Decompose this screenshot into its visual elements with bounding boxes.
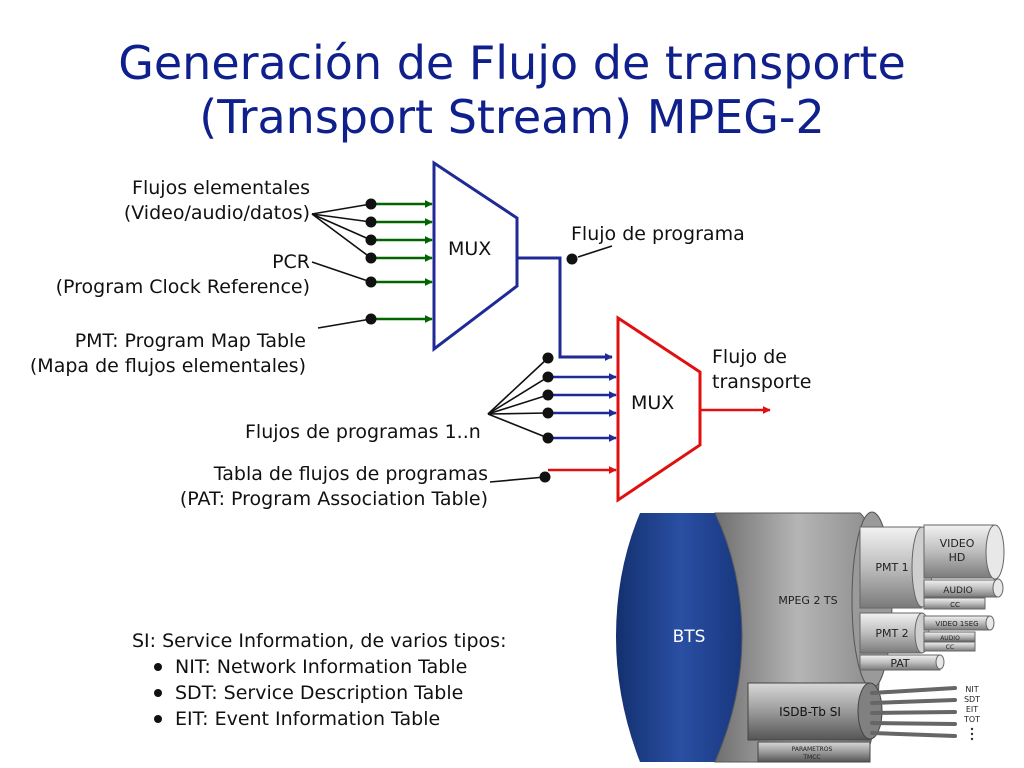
pmt-label: PMT: Program Map Table (Mapa de flujos e… [30, 329, 306, 379]
mux-2-inputs [539, 352, 617, 483]
pcr-line-1: PCR [272, 251, 310, 273]
eit-label: EIT [966, 705, 978, 714]
slide-title: Generación de Flujo de transporte (Trans… [0, 36, 1024, 144]
mux-1-label-connectors [311, 203, 372, 329]
video-1seg-label: VIDEO 1SEG [935, 620, 978, 628]
program-flow-dot [566, 253, 578, 265]
pmt-line-1: PMT: Program Map Table [74, 330, 306, 352]
isdb-bundle [747, 682, 871, 741]
sdt-label: SDT [964, 695, 980, 704]
program-flow-label: Flujo de programa [571, 223, 745, 245]
video-hd-label-2: HD [949, 551, 966, 564]
si-heading: SI: Service Information, de varios tipos… [132, 630, 507, 652]
mux-1 [432, 160, 519, 353]
mux-2-label-connectors [487, 357, 549, 483]
elementary-streams-label: Flujos elementales (Video/audio/datos) [124, 176, 310, 226]
cable-illustration: BTS MPEG 2 TS PMT 1 VIDEO HD AUDIO CC PM… [616, 511, 1005, 763]
mpeg2ts-label: MPEG 2 TS [778, 594, 837, 607]
si-info-block: SI: Service Information, de varios tipos… [132, 628, 506, 732]
title-line-1: Generación de Flujo de transporte [118, 36, 906, 90]
video-hd-label-1: VIDEO [940, 537, 975, 550]
pat-label: PAT [890, 657, 910, 670]
mux-2-trapezoid [616, 315, 702, 503]
pmt-line-2: (Mapa de flujos elementales) [29, 355, 306, 377]
mux-2 [616, 315, 771, 503]
input-dot [542, 352, 554, 364]
input-dot [542, 432, 554, 444]
pat-line-1: Tabla de flujos de programas [213, 463, 488, 485]
programs-label: Flujos de programas 1..n [245, 421, 481, 443]
nit-label: NIT [965, 685, 978, 694]
input-dot [542, 371, 554, 383]
pat-table-label: Tabla de flujos de programas (PAT: Progr… [180, 462, 488, 512]
pmt1-tube [859, 526, 923, 609]
elementary-streams-line-1: Flujos elementales [132, 177, 310, 199]
input-dot [542, 407, 554, 419]
tmcc-label: TMCC [802, 754, 820, 761]
cc2-label: CC [946, 644, 954, 651]
transport-flow-line-2: transporte [712, 371, 812, 393]
pcr-line-2: (Program Clock Reference) [55, 276, 310, 298]
pcr-label: PCR (Program Clock Reference) [56, 250, 310, 300]
input-dot [365, 234, 377, 246]
program-flow-path [517, 245, 613, 361]
cc-label: CC [950, 601, 960, 609]
input-dot [365, 198, 377, 210]
audio2-label: AUDIO [940, 635, 960, 642]
pmt1-label: PMT 1 [875, 561, 908, 574]
mux-1-label: MUX [448, 238, 492, 260]
more-dots [970, 727, 974, 741]
elementary-streams-line-2: (Video/audio/datos) [123, 202, 310, 224]
pmt2-label: PMT 2 [875, 627, 908, 640]
si-list: NIT: Network Information Table SDT: Serv… [132, 654, 506, 732]
audio-label: AUDIO [943, 586, 972, 596]
title-line-2: (Transport Stream) MPEG-2 [199, 90, 825, 144]
bts-label: BTS [673, 627, 706, 647]
transport-flow-label: Flujo de transporte [712, 345, 811, 395]
transport-flow-line-1: Flujo de [712, 346, 787, 368]
bts-sheath [616, 513, 745, 762]
isdb-label: ISDB-Tb SI [779, 705, 841, 719]
mux-1-trapezoid [432, 160, 519, 353]
input-dot [365, 252, 377, 264]
si-item-nit: NIT: Network Information Table [132, 654, 506, 680]
input-dot [365, 216, 377, 228]
pat-line-2: (PAT: Program Association Table) [179, 488, 488, 510]
mux-1-inputs [365, 198, 433, 325]
input-dot [539, 471, 551, 483]
input-dot [365, 313, 377, 325]
si-item-sdt: SDT: Service Description Table [132, 680, 506, 706]
parametros-label: PARAMETROS [792, 746, 833, 753]
si-item-eit: EIT: Event Information Table [132, 706, 506, 732]
input-dot [542, 389, 554, 401]
input-dot [365, 276, 377, 288]
mux-2-label: MUX [631, 392, 675, 414]
tot-label: TOT [963, 715, 980, 724]
pat-tube [859, 654, 941, 671]
